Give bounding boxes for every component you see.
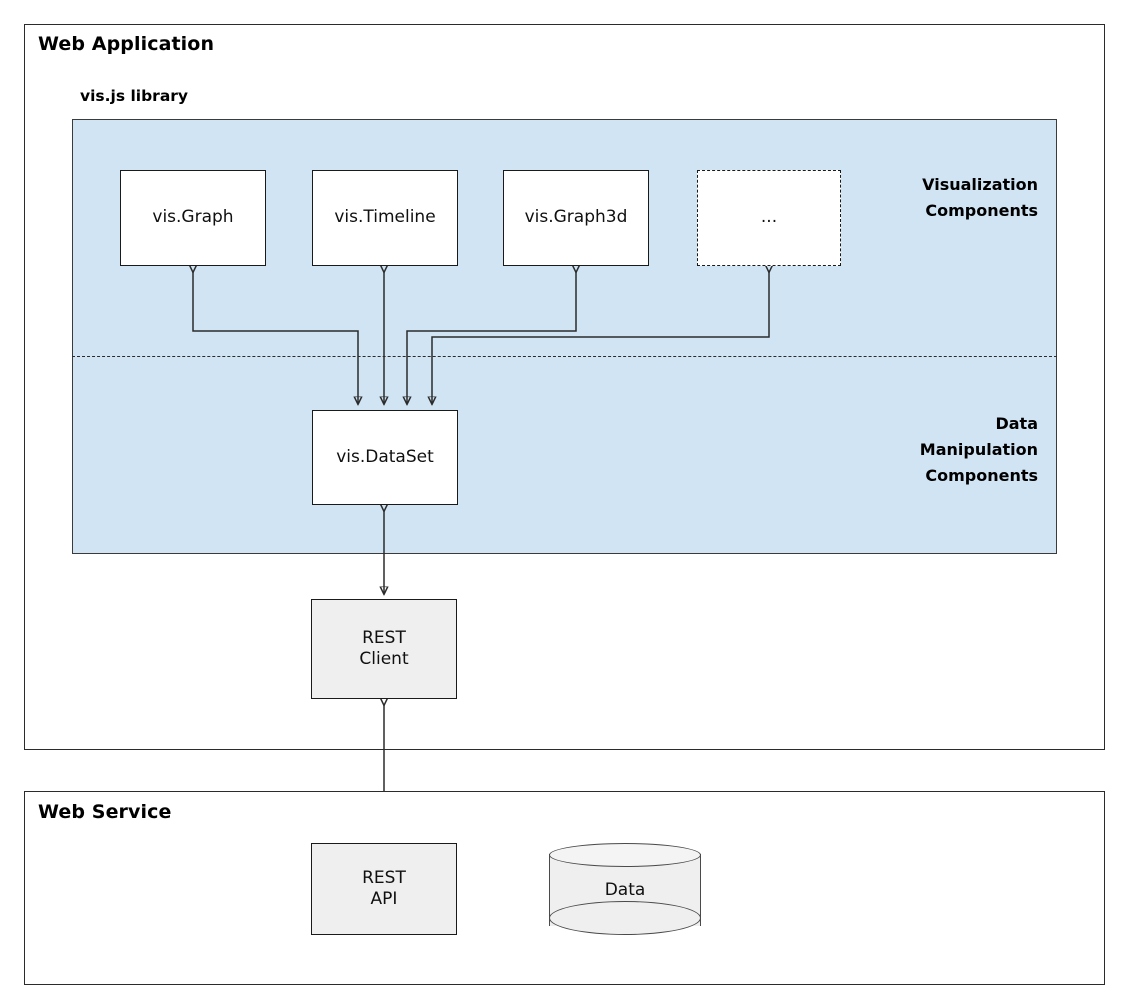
node-rest-client-label-line1: REST: [362, 627, 406, 648]
visualization-caption-line1: Visualization: [922, 175, 1038, 194]
web-application-title: Web Application: [38, 33, 215, 55]
datamanip-caption-line2: Manipulation: [919, 439, 1038, 459]
node-rest-api[interactable]: REST API: [311, 843, 457, 935]
node-more-components[interactable]: ...: [697, 170, 841, 266]
node-more-components-label: ...: [760, 207, 778, 228]
node-vis-graph-label: vis.Graph: [152, 207, 234, 228]
node-rest-client[interactable]: REST Client: [311, 599, 457, 699]
wire-more-dataset: [432, 272, 769, 404]
node-vis-graph[interactable]: vis.Graph: [120, 170, 266, 266]
wire-graph-dataset: [193, 272, 358, 404]
node-data-store[interactable]: Data: [549, 843, 701, 937]
datamanip-caption-line3: Components: [925, 465, 1038, 485]
node-vis-timeline[interactable]: vis.Timeline: [312, 170, 458, 266]
web-service-title: Web Service: [38, 801, 172, 823]
node-vis-dataset[interactable]: vis.DataSet: [312, 410, 458, 505]
visjs-library-title: vis.js library: [80, 87, 189, 105]
data-manipulation-components-caption: Data Manipulation Components: [920, 411, 1038, 489]
node-rest-client-label-line2: Client: [359, 649, 409, 669]
datamanip-caption-line1: Data: [995, 414, 1038, 433]
cylinder-top: [549, 843, 701, 867]
node-vis-timeline-label: vis.Timeline: [334, 207, 436, 228]
node-rest-api-label-line1: REST: [362, 867, 406, 888]
node-data-store-label: Data: [604, 880, 646, 900]
cylinder-bottom: [549, 901, 701, 935]
node-rest-api-label-line2: API: [370, 889, 398, 909]
visualization-caption-line2: Components: [925, 200, 1038, 220]
node-vis-graph3d-label: vis.Graph3d: [524, 207, 628, 228]
node-vis-dataset-label: vis.DataSet: [336, 446, 434, 467]
node-vis-graph3d[interactable]: vis.Graph3d: [503, 170, 649, 266]
visualization-components-caption: Visualization Components: [922, 172, 1038, 224]
